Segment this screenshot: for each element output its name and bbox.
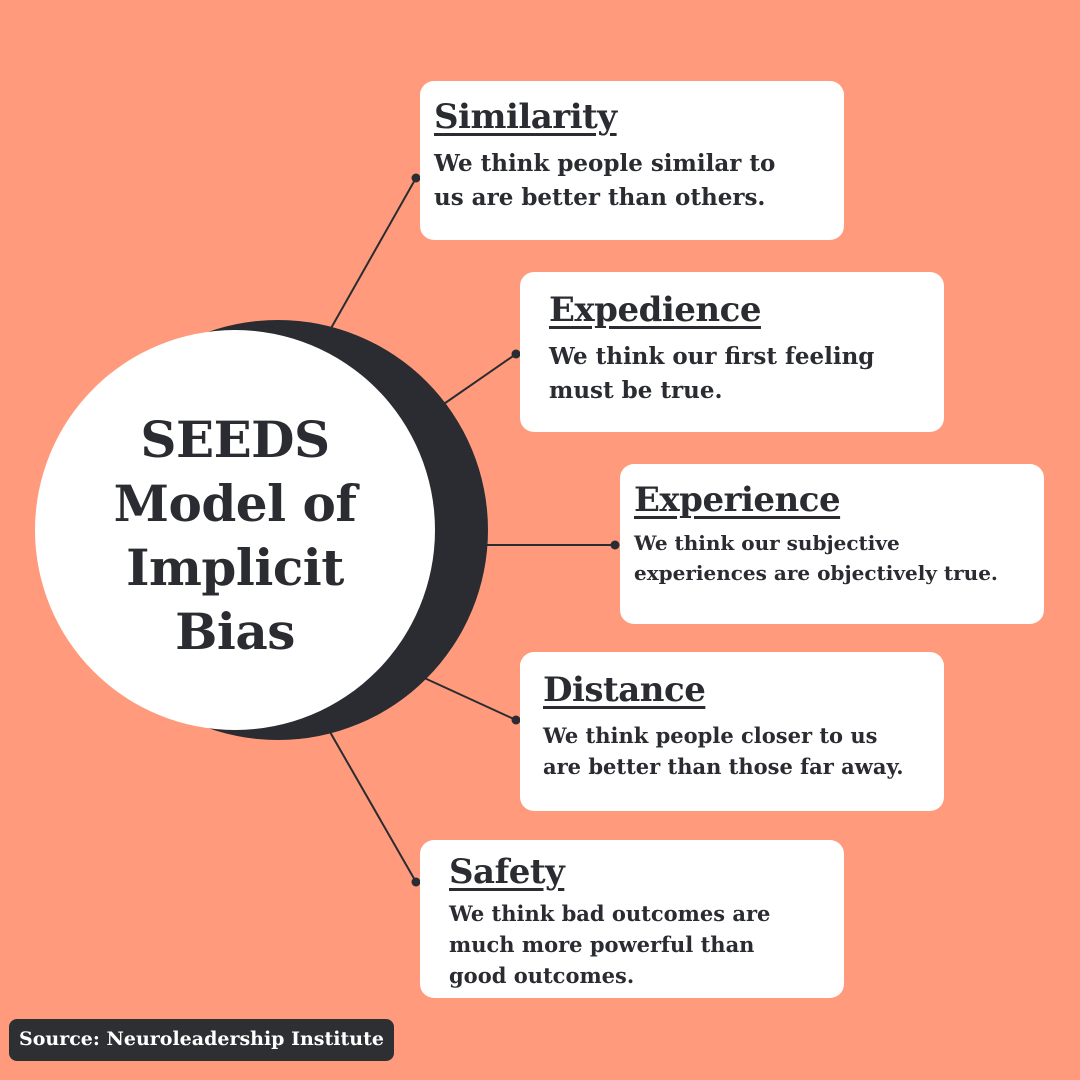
card-safety: Safety We think bad outcomes are much mo… (420, 840, 844, 998)
card-description: We think bad outcomes are much more powe… (449, 901, 771, 988)
card-description: We think people closer to us are better … (543, 723, 904, 779)
card-description: We think our subjective experiences are … (634, 531, 998, 585)
connector-dot-safety (411, 877, 421, 887)
connector-distance (419, 675, 517, 721)
model-title-line-2: Model of (113, 474, 357, 533)
card-heading: Similarity (434, 97, 617, 137)
connector-similarity (329, 177, 417, 331)
model-title-line-4: Bias (175, 602, 295, 661)
card-similarity: Similarity We think people similar to us… (420, 81, 844, 240)
card-heading: Expedience (549, 290, 761, 330)
model-title: SEEDS Model of Implicit Bias (60, 408, 410, 664)
source-label: Source: Neuroleadership Institute (9, 1019, 394, 1061)
card-expedience: Expedience We think our first feeling mu… (520, 272, 944, 432)
card-distance: Distance We think people closer to us ar… (520, 652, 944, 811)
model-title-line-1: SEEDS (140, 410, 330, 469)
connector-dot-similarity (411, 173, 421, 183)
center-circle (35, 330, 435, 730)
card-description: We think our first feeling must be true. (549, 343, 875, 404)
connector-expedience (437, 353, 517, 409)
card-experience: Experience We think our subjective exper… (620, 464, 1044, 624)
card-heading: Safety (449, 852, 565, 892)
model-title-line-3: Implicit (126, 538, 344, 597)
connector-dot-distance (511, 715, 521, 725)
connector-safety (329, 731, 417, 883)
connector-dot-experience (610, 540, 620, 550)
card-heading: Distance (543, 670, 706, 710)
card-description: We think people similar to us are better… (434, 150, 776, 211)
card-heading: Experience (634, 480, 841, 520)
connector-dot-expedience (511, 349, 521, 359)
